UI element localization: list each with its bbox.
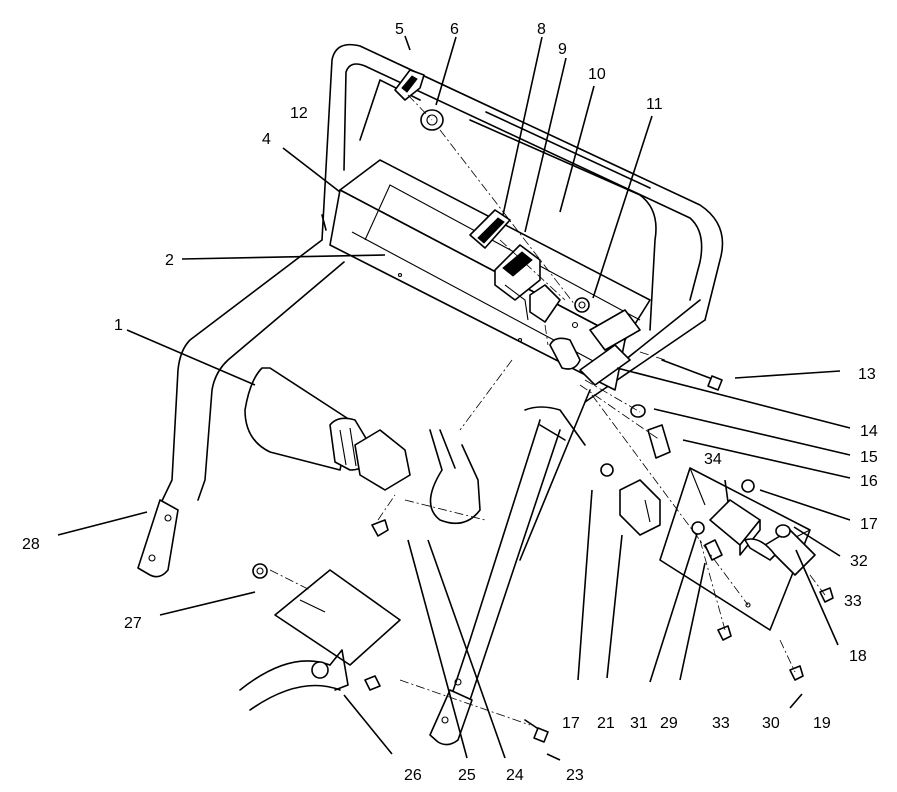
- callout-17-bottom: 17: [562, 715, 580, 732]
- washer-15: [630, 404, 646, 418]
- callout-15: 15: [860, 449, 878, 466]
- plunger-16: [647, 424, 671, 459]
- screw-30: [789, 665, 804, 681]
- callout-6: 6: [450, 21, 459, 38]
- callout-26: 26: [404, 767, 422, 784]
- callout-32: 32: [850, 553, 868, 570]
- strap-24: [429, 429, 481, 525]
- switch-connector: [529, 284, 561, 323]
- callout-11: 11: [646, 96, 663, 113]
- nut-27: [252, 563, 268, 579]
- callout-19: 19: [813, 715, 831, 732]
- handle-frame: [137, 43, 724, 746]
- clip-26: [329, 649, 349, 691]
- screw-25: [371, 519, 389, 537]
- callout-23: 23: [566, 767, 584, 784]
- callout-33-right: 33: [844, 593, 862, 610]
- callout-17-right: 17: [860, 516, 878, 533]
- capacitor-1: [244, 367, 411, 491]
- callout-4: 4: [262, 131, 271, 148]
- relay-34: [709, 499, 761, 556]
- callout-1: 1: [114, 317, 123, 334]
- screw-33-right: [819, 587, 834, 603]
- nut-32: [775, 524, 791, 538]
- callout-10: 10: [588, 66, 606, 83]
- cable-tie-right-leg: [524, 406, 586, 446]
- callout-12: 12: [290, 105, 308, 122]
- callout-28: 28: [22, 536, 40, 553]
- nut-17-left: [600, 463, 614, 477]
- callout-5: 5: [395, 21, 404, 38]
- lower-bracket: [239, 569, 401, 711]
- callout-24: 24: [506, 767, 524, 784]
- washer-31: [691, 521, 705, 535]
- rocker-switch: [494, 244, 541, 321]
- callout-16: 16: [860, 473, 878, 490]
- callout-18: 18: [849, 648, 867, 665]
- callout-9: 9: [558, 41, 567, 58]
- clip-5: [394, 69, 425, 101]
- callout-labels: 1 2 4 5 6 8 9 10 11 12 13 14 15 16 17 17…: [22, 21, 878, 784]
- callout-21: 21: [597, 715, 615, 732]
- nut-17-right: [741, 479, 755, 493]
- callout-2: 2: [165, 252, 174, 269]
- callout-31: 31: [630, 715, 648, 732]
- callout-25: 25: [458, 767, 476, 784]
- rocker-switch-small: [469, 209, 511, 249]
- callout-33-bottom: 33: [712, 715, 730, 732]
- callout-29: 29: [660, 715, 678, 732]
- key-switch: [549, 309, 641, 386]
- connector-21: [619, 479, 661, 536]
- assembly-lines: [269, 94, 826, 726]
- callout-13: 13: [858, 366, 876, 383]
- bolt-13: [661, 359, 723, 391]
- bolt-23: [524, 719, 549, 743]
- callout-8: 8: [537, 21, 546, 38]
- callout-34: 34: [704, 451, 722, 468]
- callout-30: 30: [762, 715, 780, 732]
- callout-27: 27: [124, 615, 142, 632]
- diode-29: [704, 539, 723, 561]
- callout-14: 14: [860, 423, 878, 440]
- leader-lines: [57, 35, 851, 761]
